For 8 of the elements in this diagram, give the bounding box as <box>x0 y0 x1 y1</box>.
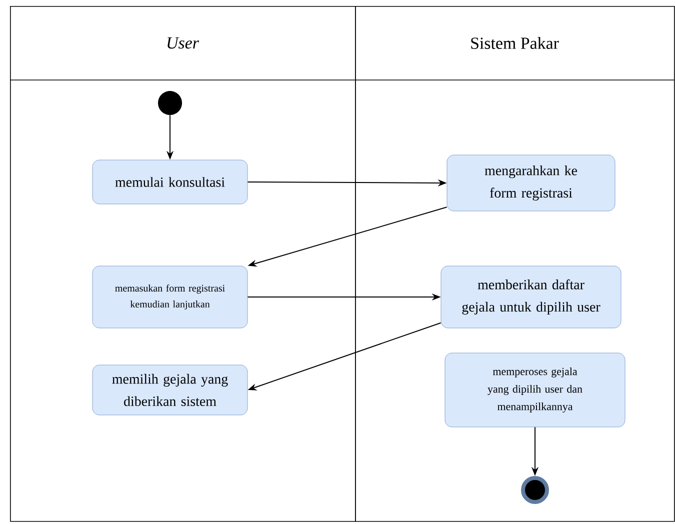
activity-box: memilih gejala yang diberikan sistem <box>92 364 248 416</box>
activity-box: memulai konsultasi <box>92 160 248 204</box>
activity-box: memberikan daftar gejala untuk dipilih user <box>440 266 622 328</box>
activity-box: memasukan form registrasi kemudian lanjutkan <box>92 266 248 328</box>
start-node <box>158 91 182 115</box>
activity-box: memperoses gejala yang dipilih user dan menampilkannya <box>444 352 626 428</box>
end-node <box>521 476 549 504</box>
activity-box: mengarahkan ke form registrasi <box>446 154 616 212</box>
